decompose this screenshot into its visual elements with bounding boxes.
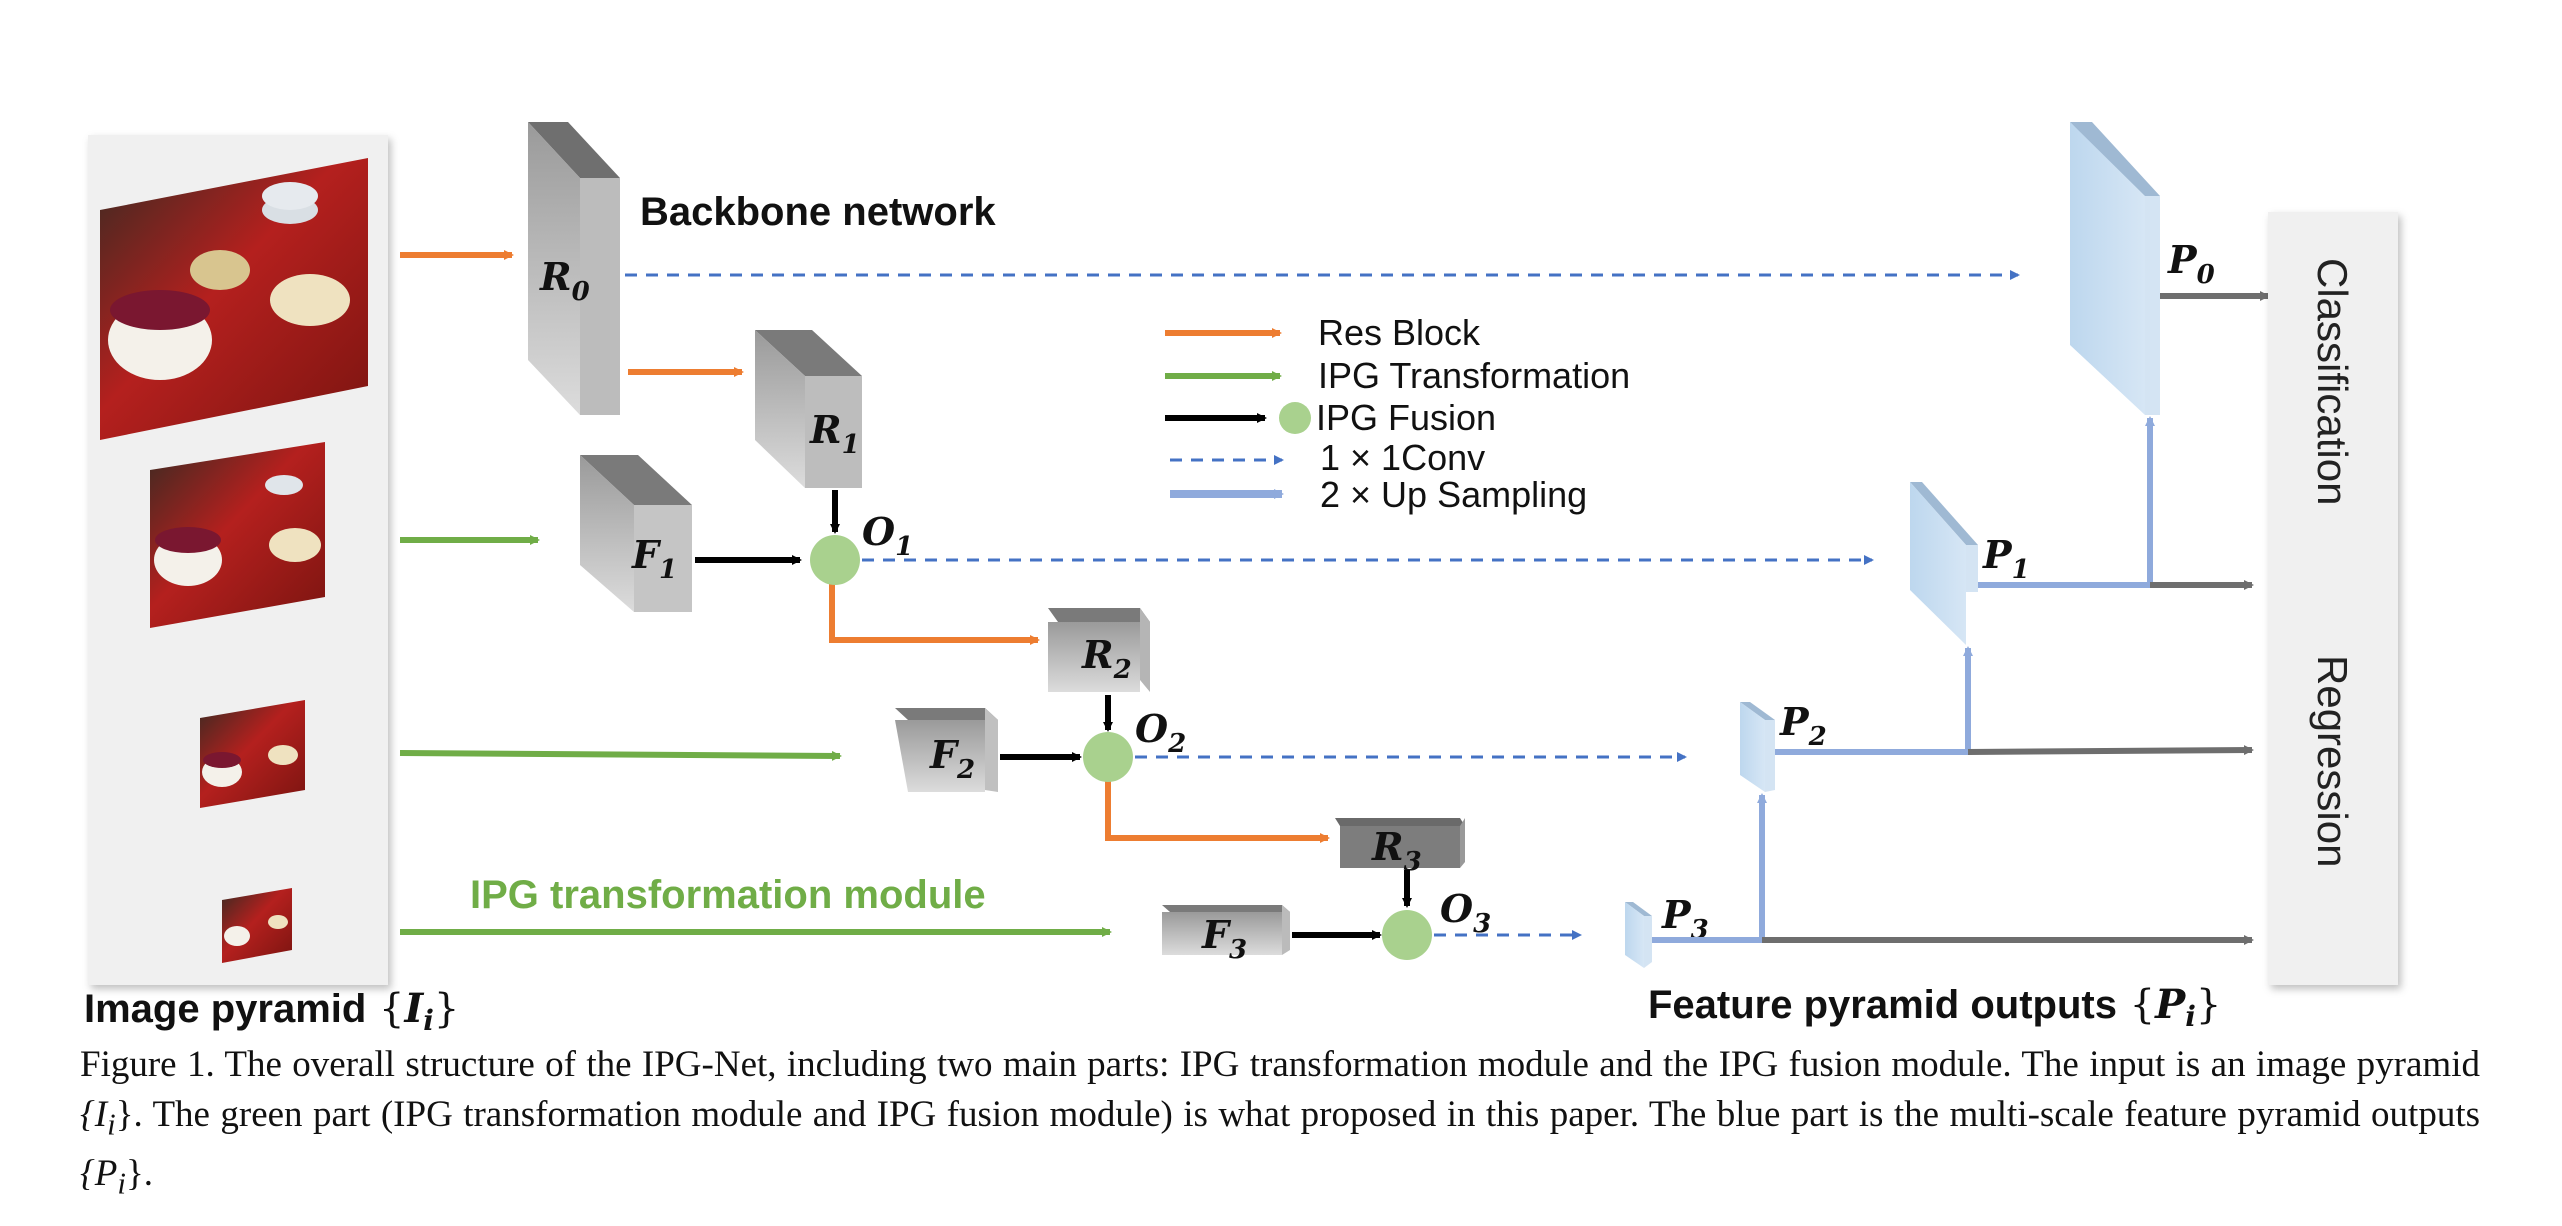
block-R3 (1335, 818, 1465, 868)
block-P0 (2070, 122, 2160, 415)
label-R3: R3 (1371, 824, 1422, 877)
feature-outputs-title: Feature pyramid outputs {Pi} (1648, 981, 2221, 1033)
block-F3 (1162, 905, 1290, 955)
caption-close-1: } (115, 1094, 134, 1135)
label-F3: F3 (1201, 912, 1247, 965)
label-R1: R1 (809, 407, 860, 460)
label-O2: O2 (1135, 706, 1186, 759)
label-P2: P2 (1779, 699, 1827, 752)
block-R1 (755, 330, 862, 488)
caption-sub-1: i (107, 1107, 116, 1142)
block-P2 (1740, 702, 1775, 792)
pyramid-image-1 (150, 442, 325, 628)
legend-item-res-block: Res Block (1165, 312, 1481, 353)
heads-panel (2268, 212, 2398, 985)
block-P3 (1625, 902, 1652, 968)
pyramid-image-2 (200, 700, 305, 808)
label-O1: O1 (862, 509, 913, 562)
svg-text:1 × 1Conv: 1 × 1Conv (1320, 437, 1485, 478)
block-R0 (528, 122, 620, 415)
classification-head: Classification (2309, 258, 2356, 505)
fusion-node-O2 (1083, 732, 1133, 782)
output-arrow-P2 (1967, 745, 2254, 756)
label-P1: P1 (1982, 532, 2030, 585)
caption-fig-label: Figure 1. (80, 1044, 215, 1085)
legend: Res Block IPG Transformation IPG Fusion … (1165, 312, 1630, 515)
block-P1 (1910, 482, 1978, 645)
caption-part-2: . The green part (IPG transformation mod… (133, 1094, 2480, 1135)
caption-symbol-2: {P (80, 1153, 118, 1195)
label-P0: P0 (2167, 237, 2215, 290)
fusion-node-O3 (1382, 910, 1432, 960)
legend-item-conv: 1 × 1Conv (1170, 437, 1485, 478)
backbone-title: Backbone network (640, 190, 996, 234)
label-F2: F2 (929, 732, 975, 785)
label-R2: R2 (1081, 632, 1132, 685)
regression-head: Regression (2309, 655, 2356, 867)
block-F2 (895, 708, 998, 792)
label-R0: R0 (539, 254, 590, 307)
caption-part-3: . (143, 1153, 153, 1195)
figure-caption: Figure 1. The overall structure of the I… (80, 1040, 2480, 1209)
legend-item-ipg-transformation: IPG Transformation (1165, 355, 1630, 396)
legend-item-ipg-fusion: IPG Fusion (1165, 397, 1496, 438)
pyramid-image-3 (222, 888, 292, 963)
block-F1 (580, 455, 692, 612)
label-O3: O3 (1440, 886, 1491, 939)
svg-text:IPG Fusion: IPG Fusion (1316, 397, 1496, 438)
svg-text:IPG Transformation: IPG Transformation (1318, 355, 1630, 396)
pyramid-image-0 (100, 158, 368, 440)
svg-text:2 × Up Sampling: 2 × Up Sampling (1320, 474, 1587, 515)
legend-item-upsampling: 2 × Up Sampling (1170, 474, 1587, 515)
label-F1: F1 (631, 532, 677, 585)
res-arrow-O2-R3 (1105, 780, 1330, 843)
svg-text:Res Block: Res Block (1318, 312, 1481, 353)
caption-sub-2: i (117, 1166, 126, 1201)
fusion-node-O1 (810, 535, 860, 585)
caption-close-2: } (125, 1153, 144, 1195)
image-pyramid-title: Image pyramid {Ii} (84, 985, 459, 1037)
caption-part-1: The overall structure of the IPG-Net, in… (214, 1044, 2480, 1085)
transformation-module-title: IPG transformation module (470, 873, 986, 917)
transform-arrow-1 (399, 750, 842, 761)
caption-symbol-1: {I (80, 1094, 108, 1135)
block-R2 (1048, 608, 1150, 692)
res-arrow-O1-R2 (829, 580, 1040, 645)
